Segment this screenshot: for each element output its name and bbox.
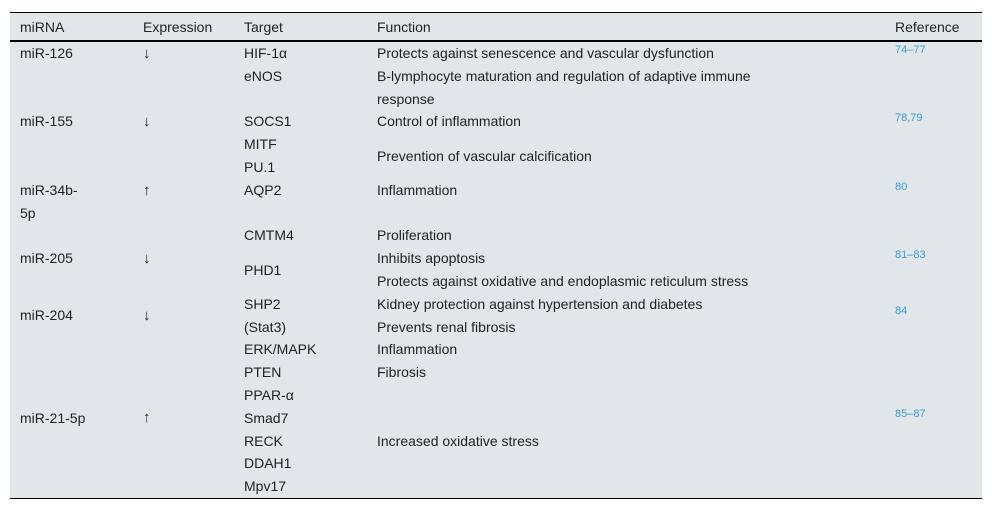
function-cell xyxy=(377,407,895,430)
reference-link[interactable]: 80 xyxy=(895,180,908,193)
down-arrow-icon: ↓ xyxy=(143,45,151,62)
mirna-target-function-table: miRNA Expression Target Function Referen… xyxy=(10,12,982,499)
table-row: Protects against oxidative and endoplasm… xyxy=(10,270,982,293)
mirna-name-cell: miR-126 xyxy=(20,45,73,61)
table-row: PU.1 xyxy=(10,156,982,179)
up-arrow-icon: ↑ xyxy=(143,409,151,427)
down-arrow-icon: ↓ xyxy=(143,249,151,267)
reference-cell: 81–83 xyxy=(895,247,982,293)
target-cell: eNOS xyxy=(244,67,283,84)
target-cell: CMTM4 xyxy=(244,227,294,244)
target-cell: PHD1 xyxy=(244,261,282,278)
function-cell: Control of inflammation xyxy=(377,113,521,130)
table-row: miR-155 ↓ SOCS1 Control of inflammation … xyxy=(10,110,982,133)
function-cell: Protects against oxidative and endoplasm… xyxy=(377,272,749,289)
mirna-name-cell: miR-34b-5p xyxy=(10,179,143,225)
reference-cell: 80 xyxy=(895,179,982,225)
reference-cell: 74–77 xyxy=(895,41,982,110)
reference-cell: 84 xyxy=(895,293,982,339)
expression-cell: ↓ xyxy=(143,224,244,292)
function-cell: Kidney protection against hypertension a… xyxy=(377,295,703,312)
paper-table-container: miRNA Expression Target Function Referen… xyxy=(10,12,982,499)
table-row: miR-204 ↓ SHP2 Kidney protection against… xyxy=(10,293,982,324)
function-cell: Prevents renal fibrosis xyxy=(377,318,516,335)
target-cell: ERK/MAPK xyxy=(244,341,317,358)
target-cell: Mpv17 xyxy=(244,478,287,495)
expression-cell: ↑ xyxy=(143,338,244,498)
target-cell: HIF-1α xyxy=(244,45,288,61)
function-text: B-lymphocyte maturation and regulation o… xyxy=(377,67,751,107)
reference-link[interactable]: 78,79 xyxy=(895,112,923,125)
target-cell: MITF xyxy=(244,136,277,153)
mirna-name-cell: miR-205 xyxy=(20,250,73,267)
function-cell: Proliferation xyxy=(377,227,452,244)
table-row: miR-21-5p ↑ ERK/MAPK Inflammation 85–87 xyxy=(10,338,982,426)
reference-link[interactable]: 74–77 xyxy=(895,44,926,56)
expression-cell: ↓ xyxy=(143,110,244,178)
column-header-target: Target xyxy=(244,12,377,42)
table-row: (Stat3) Prevents renal fibrosis xyxy=(10,316,982,339)
reference-link[interactable]: 85–87 xyxy=(895,407,926,420)
mirna-name-cell: miR-204 xyxy=(20,307,73,324)
function-cell: Inhibits apoptosis xyxy=(377,250,486,267)
function-cell: B-lymphocyte maturation and regulation o… xyxy=(377,65,895,111)
table-row: eNOS B-lymphocyte maturation and regulat… xyxy=(10,65,982,107)
header-row: miRNA Expression Target Function Referen… xyxy=(10,12,982,42)
expression-cell: ↓ xyxy=(143,41,244,110)
mirna-name: miR-34b-5p xyxy=(20,181,78,221)
reference-cell: 85–87 xyxy=(895,338,982,498)
column-header-reference: Reference xyxy=(895,12,982,42)
function-cell xyxy=(377,452,895,475)
table-header: miRNA Expression Target Function Referen… xyxy=(10,12,982,42)
target-cell: (Stat3) xyxy=(244,318,287,335)
expression-cell: ↑ xyxy=(143,179,244,225)
target-cell: RECK xyxy=(244,432,283,449)
target-cell: SOCS1 xyxy=(244,113,292,130)
target-cell: PU.1 xyxy=(244,158,276,175)
function-cell: Protects against senescence and vascular… xyxy=(377,45,714,61)
table-row: PHD1 Inhibits apoptosis 81–83 xyxy=(10,247,982,277)
function-cell: Fibrosis xyxy=(377,364,427,381)
table-row: Mpv17 xyxy=(10,475,982,498)
expression-cell: ↓ xyxy=(143,293,244,339)
up-arrow-icon: ↑ xyxy=(143,181,151,199)
reference-link[interactable]: 84 xyxy=(895,305,908,318)
table-row: Smad7 xyxy=(10,407,982,430)
target-cell: DDAH1 xyxy=(244,455,292,472)
function-cell: Prevention of vascular calcification xyxy=(377,147,592,164)
function-cell xyxy=(377,475,895,498)
down-arrow-icon: ↓ xyxy=(143,306,151,324)
table-body: miR-126 ↓ HIF-1α Protects against senesc… xyxy=(10,41,982,498)
table-row: MITF Prevention of vascular calcificatio… xyxy=(10,133,982,163)
table-row: RECK Increased oxidative stress xyxy=(10,430,982,453)
mirna-name-cell: miR-155 xyxy=(20,113,73,130)
target-cell: SHP2 xyxy=(244,295,281,312)
down-arrow-icon: ↓ xyxy=(143,113,151,131)
function-cell: Inflammation xyxy=(377,341,458,358)
table-row: miR-205 ↓ CMTM4 Proliferation xyxy=(10,224,982,266)
function-cell: Inflammation xyxy=(377,181,458,198)
reference-cell: 78,79 xyxy=(895,110,982,178)
target-cell: PTEN xyxy=(244,364,282,381)
column-header-mirna: miRNA xyxy=(10,12,143,42)
table-row: DDAH1 xyxy=(10,452,982,475)
reference-link[interactable]: 81–83 xyxy=(895,249,926,262)
function-cell xyxy=(377,384,895,407)
target-cell: AQP2 xyxy=(244,181,282,198)
mirna-name-cell: miR-21-5p xyxy=(20,409,86,426)
column-header-function: Function xyxy=(377,12,895,42)
table-row: miR-126 ↓ HIF-1α Protects against senesc… xyxy=(10,41,982,65)
table-row: miR-34b-5p ↑ AQP2 Inflammation 80 xyxy=(10,179,982,221)
target-cell: PPAR-α xyxy=(244,386,294,403)
function-cell: Increased oxidative stress xyxy=(377,432,539,449)
target-cell: Smad7 xyxy=(244,409,289,426)
column-header-expression: Expression xyxy=(143,12,244,42)
table-row: PPAR-α xyxy=(10,384,982,407)
table-row: PTEN Fibrosis xyxy=(10,361,982,384)
